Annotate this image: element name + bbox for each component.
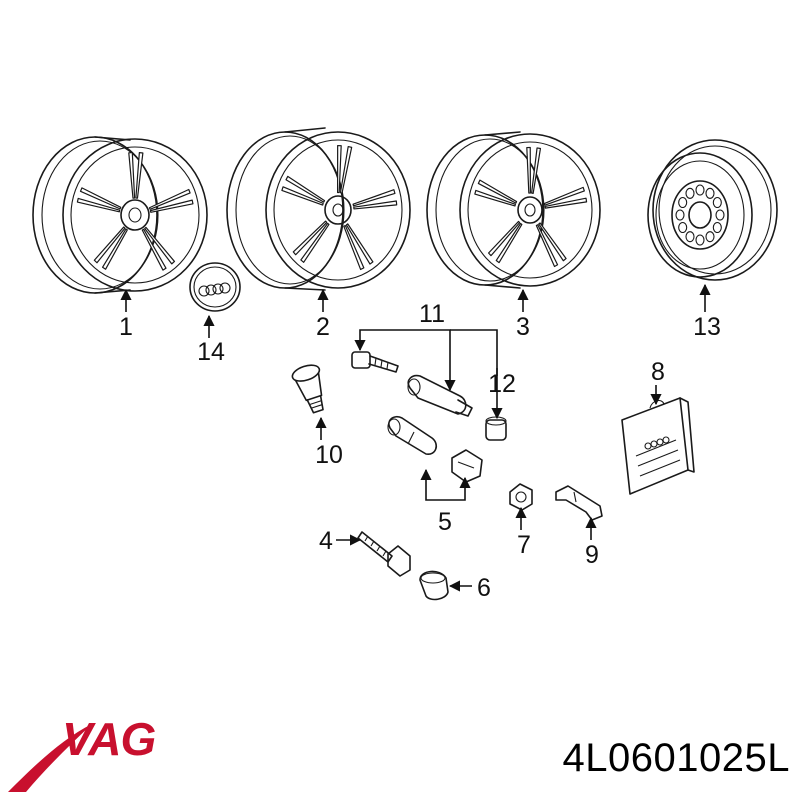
wheel-vent-hole xyxy=(678,196,688,209)
callout-1: 1 xyxy=(119,313,133,341)
wheel-spoke xyxy=(93,226,126,264)
wheel-spoke xyxy=(102,228,128,270)
package-8 xyxy=(621,397,695,495)
callout-5: 5 xyxy=(438,508,452,536)
leader-lines xyxy=(120,283,711,592)
wheel-vent-hole xyxy=(705,231,715,243)
callout-labels: 1 2 3 13 14 11 12 10 8 5 7 9 4 6 xyxy=(119,300,721,602)
wheel-spoke xyxy=(543,186,585,206)
wheel-vent-hole xyxy=(715,209,725,221)
wheel-vent-hole xyxy=(675,209,685,221)
wheel-spoke xyxy=(336,145,342,194)
wheel-bolt-4 xyxy=(357,531,411,577)
wheel-1 xyxy=(32,136,208,294)
callout-4: 4 xyxy=(319,527,333,555)
callout-11: 11 xyxy=(419,300,445,328)
wheel-spoke xyxy=(495,222,523,264)
wheel-vent-hole xyxy=(712,221,722,234)
wheel-spoke xyxy=(345,223,374,265)
wheel-2 xyxy=(226,127,411,291)
callout-3: 3 xyxy=(516,313,530,341)
valve-body-5 xyxy=(387,415,438,455)
wheel-spoke xyxy=(487,220,521,257)
valve-cap-12 xyxy=(485,416,507,441)
wheel-spoke xyxy=(531,147,542,194)
vag-logo-swoosh xyxy=(8,724,92,792)
wheel-spoke xyxy=(281,186,324,206)
wheel-vent-hole xyxy=(712,196,722,209)
wheel-spoke xyxy=(339,145,353,194)
valve-nut-5 xyxy=(451,449,483,483)
wheel-spoke xyxy=(535,224,559,268)
wheel-spoke xyxy=(144,226,176,265)
wheel-spoke xyxy=(544,197,588,209)
callout-6: 6 xyxy=(477,574,491,602)
clip-9 xyxy=(555,485,603,521)
wheel-spoke xyxy=(352,189,396,207)
sensor-screw-11 xyxy=(351,351,399,373)
wheel-vent-hole xyxy=(685,231,695,243)
wheel-vent-hole xyxy=(705,187,715,199)
callout-8: 8 xyxy=(651,358,665,386)
wheel-spoke xyxy=(128,151,136,199)
wheel-spoke xyxy=(135,152,144,199)
wheel-vent-hole xyxy=(678,221,688,234)
callout-13: 13 xyxy=(693,313,721,341)
wheel-vent-hole xyxy=(685,187,695,199)
wheel-spoke xyxy=(538,222,567,262)
wheel-spoke xyxy=(477,179,518,204)
center-cap-14 xyxy=(189,262,241,312)
tpms-sensor xyxy=(407,374,473,417)
part-number: 4L0601025L xyxy=(562,736,790,780)
wheel-spoke xyxy=(353,200,398,210)
wheel-spoke xyxy=(285,175,326,203)
nut-7 xyxy=(509,483,533,511)
callout-10: 10 xyxy=(315,441,343,469)
bolt-cap-6 xyxy=(419,570,449,601)
wheel-spoke xyxy=(343,224,365,271)
wheel-spoke xyxy=(79,187,122,210)
wheel-spoke xyxy=(526,146,531,194)
wheel-spoke xyxy=(292,220,328,256)
wheel-spoke xyxy=(148,188,191,210)
wheel-spoke xyxy=(474,189,516,207)
callout-12: 12 xyxy=(488,370,516,398)
wheel-spoke xyxy=(149,199,194,213)
wheel-vent-hole xyxy=(695,234,705,246)
callout-9: 9 xyxy=(585,541,599,569)
wheel-13-steel-spare xyxy=(647,139,778,281)
wheel-3 xyxy=(426,131,601,289)
wheel-spoke xyxy=(141,228,167,271)
wheel-spoke xyxy=(300,222,330,263)
callout-14: 14 xyxy=(197,338,225,366)
valve-stem-10 xyxy=(291,364,324,414)
brand-logo-text: VAG xyxy=(62,713,156,765)
wheel-spoke xyxy=(76,197,121,213)
wheel-vent-hole xyxy=(695,184,705,196)
callout-2: 2 xyxy=(316,313,330,341)
callout-7: 7 xyxy=(517,531,531,559)
